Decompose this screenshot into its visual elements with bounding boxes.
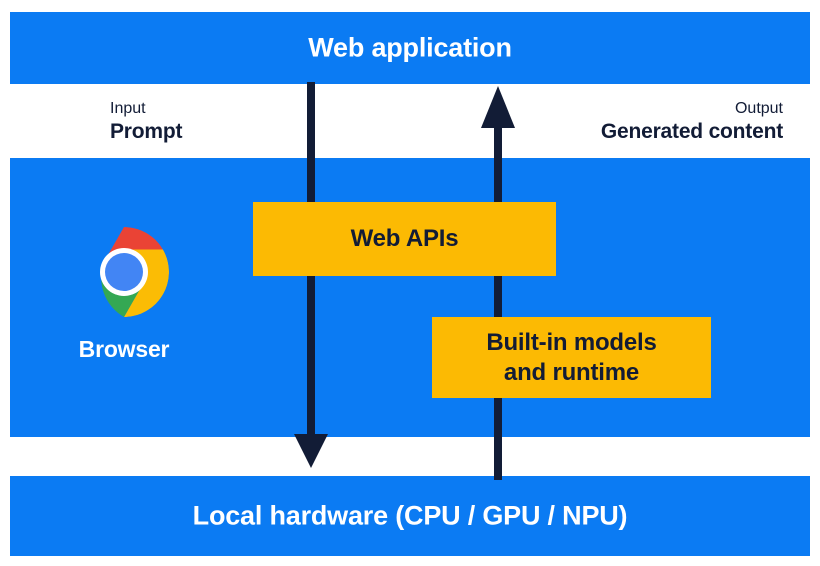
band-web-application-label: Web application: [308, 32, 512, 63]
chrome-logo-icon: [100, 227, 169, 317]
box-builtin-models-line2: and runtime: [503, 358, 640, 386]
arrow-up-icon: [481, 86, 515, 480]
browser-group: Browser: [62, 222, 186, 363]
band-local-hardware: Local hardware (CPU / GPU / NPU): [10, 476, 810, 556]
band-local-hardware-label: Local hardware (CPU / GPU / NPU): [192, 500, 628, 531]
flow-label-output-kicker: Output: [734, 100, 783, 117]
box-web-apis-label: Web APIs: [350, 225, 459, 252]
browser-caption-label: Browser: [78, 336, 170, 362]
flow-label-input-kicker: Input: [110, 100, 146, 117]
box-builtin-models: Built-in models and runtime: [432, 317, 711, 398]
flow-label-output: Output Generated content: [601, 99, 783, 144]
box-builtin-models-label: Built-in models and runtime: [486, 328, 657, 387]
box-web-apis: Web APIs: [253, 202, 556, 276]
band-web-application: Web application: [10, 12, 810, 84]
flow-label-output-value: Generated content: [600, 119, 783, 143]
flow-label-input-value: Prompt: [110, 119, 183, 143]
box-builtin-models-line1: Built-in models: [486, 329, 657, 357]
flow-label-input: Input Prompt: [110, 99, 183, 144]
